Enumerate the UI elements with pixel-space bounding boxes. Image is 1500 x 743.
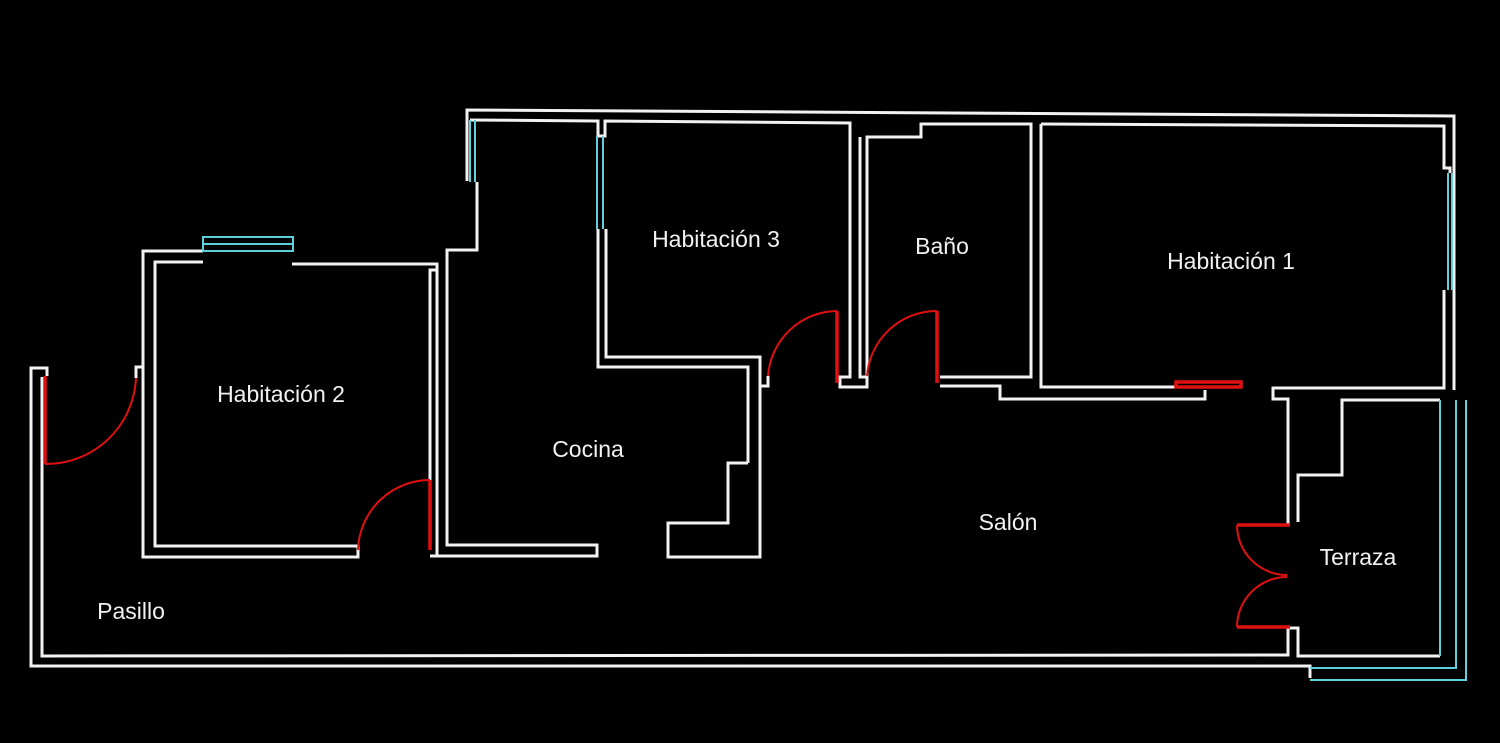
wall-terrace-inner (1296, 398, 1440, 522)
door-terrace-top-swing (1236, 524, 1288, 576)
wall-bedroom1 (1040, 122, 1452, 173)
room-label-habitacion-2: Habitación 2 (217, 381, 345, 407)
wall-bathroom-inner (858, 137, 867, 379)
doors (43, 309, 1290, 629)
window-terrace-b (1310, 400, 1457, 669)
door-bathroom-swing (866, 309, 938, 377)
wall-kitchen-upper (292, 182, 599, 558)
room-label-terraza: Terraza (1320, 544, 1397, 570)
wall-bathroom (838, 122, 1033, 389)
room-labels: Habitación 3 Baño Habitación 1 Habitació… (97, 226, 1396, 624)
windows (202, 120, 1467, 681)
room-label-cocina: Cocina (552, 436, 624, 462)
wall-bathroom-bottom (940, 384, 1207, 401)
wall-bedroom2-right (428, 268, 437, 547)
door-entrance-swing (44, 377, 137, 466)
wall-corridor (134, 365, 143, 378)
wall-kitchen-block (666, 386, 762, 559)
wall-inner-top (469, 118, 852, 360)
wall-bedroom2-outer (141, 249, 360, 559)
door-bedroom3-swing (767, 310, 838, 377)
room-label-pasillo: Pasillo (97, 598, 165, 624)
door-bedroom2-swing (357, 479, 431, 551)
window-terrace-c (1310, 400, 1467, 681)
wall-bedroom3-left (596, 229, 750, 463)
wall-bedroom1-right (1271, 290, 1446, 525)
door-bedroom1-sliding (1174, 380, 1243, 389)
room-label-habitacion-1: Habitación 1 (1167, 248, 1295, 274)
door-terrace-bottom-swing (1236, 576, 1288, 628)
room-label-bano: Baño (915, 233, 969, 259)
wall-bedroom3-left-b (604, 229, 770, 388)
wall-bedroom1-inner (1039, 124, 1175, 389)
wall-outer-top (465, 108, 1456, 390)
walls (29, 108, 1456, 678)
room-label-salon: Salón (979, 509, 1038, 535)
room-label-habitacion-3: Habitación 3 (652, 226, 780, 252)
